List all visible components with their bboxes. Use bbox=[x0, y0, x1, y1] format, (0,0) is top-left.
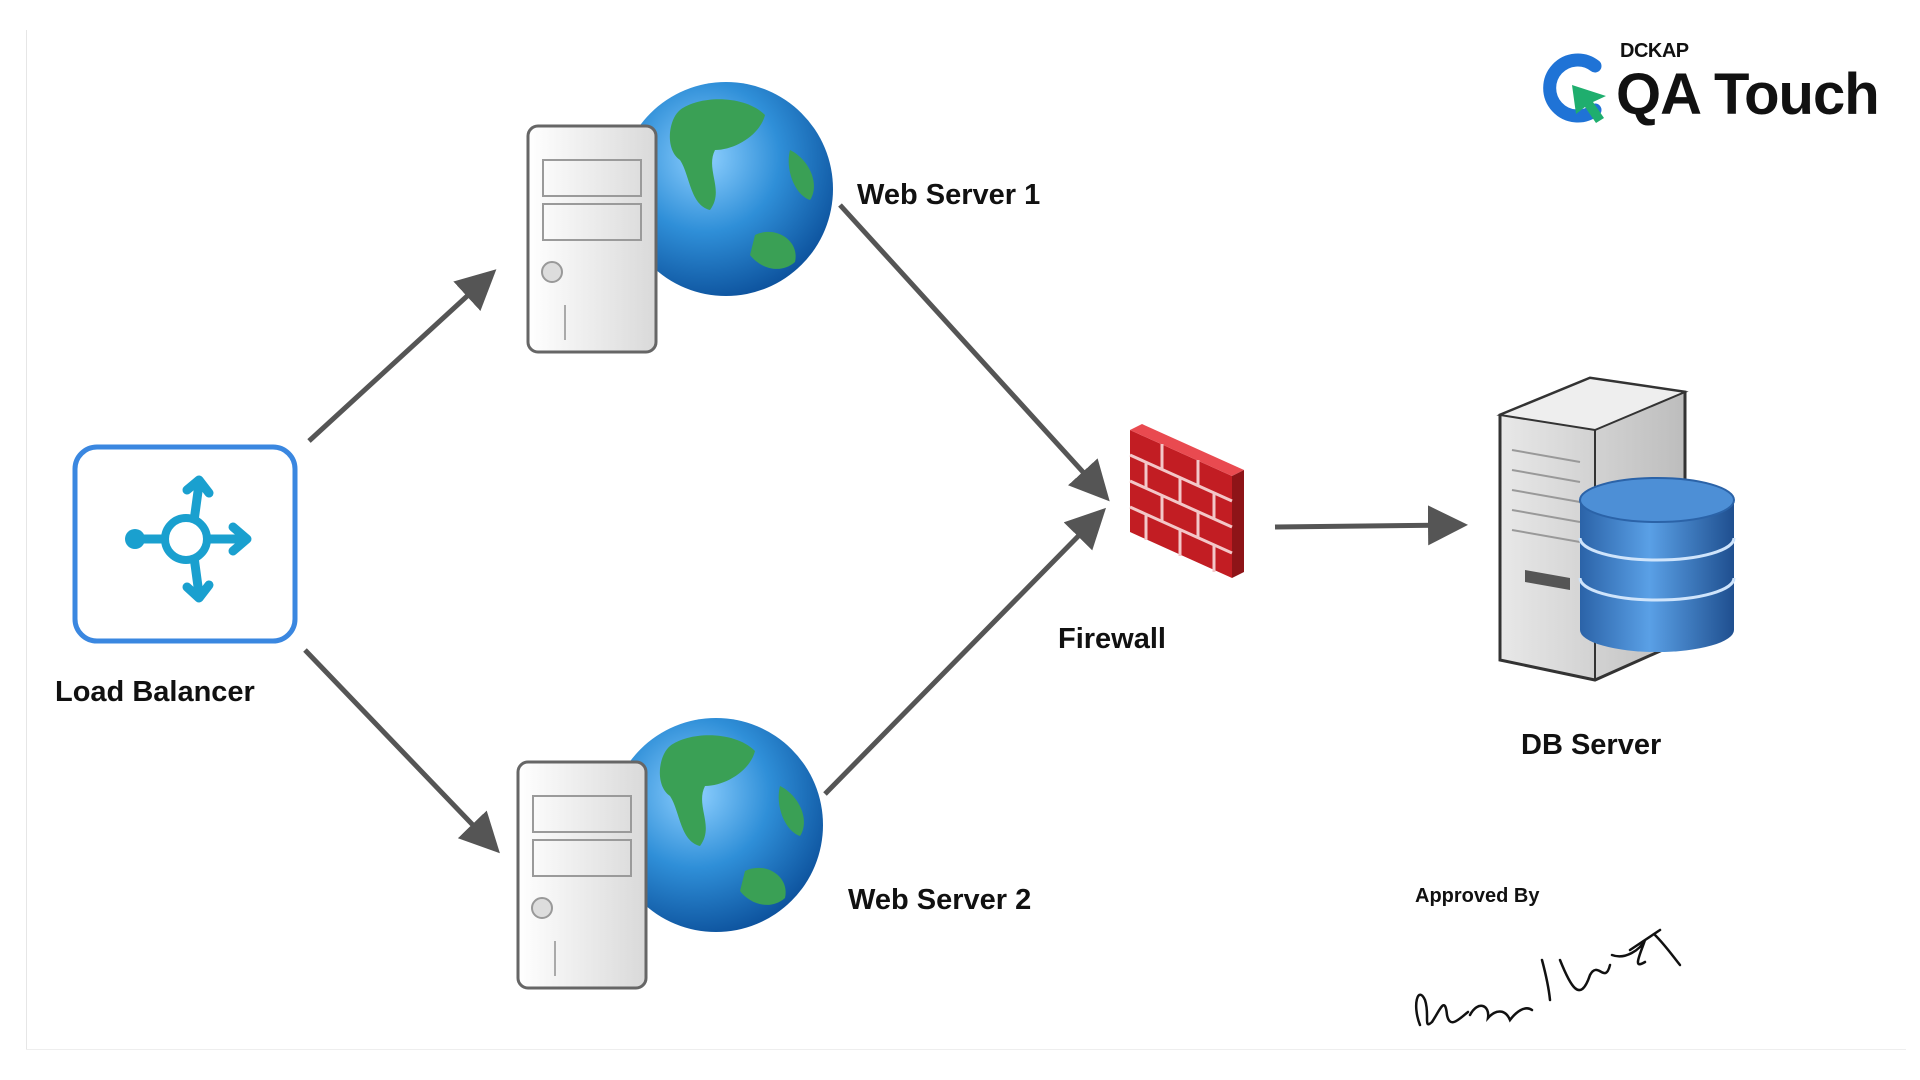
frame-left-border bbox=[26, 30, 27, 1050]
load-balancer-icon bbox=[72, 444, 298, 644]
arrow-ws1-to-firewall bbox=[838, 203, 1110, 502]
load-balancer-label: Load Balancer bbox=[55, 676, 255, 708]
arrow-firewall-to-db bbox=[1274, 505, 1468, 546]
brand-logo: DCKAP QA Touch bbox=[1538, 40, 1888, 130]
arrow-lb-to-ws2 bbox=[303, 648, 500, 854]
db-server-label: DB Server bbox=[1521, 729, 1662, 761]
arrow-ws2-to-firewall bbox=[823, 507, 1107, 796]
web-server-2-icon bbox=[516, 718, 823, 990]
arrow-lb-to-ws1 bbox=[307, 269, 497, 443]
logo-company-name: DCKAP bbox=[1620, 40, 1689, 62]
brick-firewall-icon bbox=[1129, 424, 1244, 578]
web-server-1-icon bbox=[526, 82, 833, 354]
approved-by-label: Approved By bbox=[1415, 885, 1540, 907]
signature-image bbox=[1414, 928, 1682, 1027]
frame-bottom-border bbox=[26, 1049, 1906, 1050]
qa-touch-logo-icon bbox=[1543, 53, 1606, 123]
web-server-1-label: Web Server 1 bbox=[857, 179, 1041, 211]
web-server-2-label: Web Server 2 bbox=[848, 884, 1032, 916]
server-database-icon bbox=[1496, 376, 1736, 682]
logo-product-name: QA Touch bbox=[1616, 62, 1880, 127]
firewall-label: Firewall bbox=[1058, 623, 1166, 655]
